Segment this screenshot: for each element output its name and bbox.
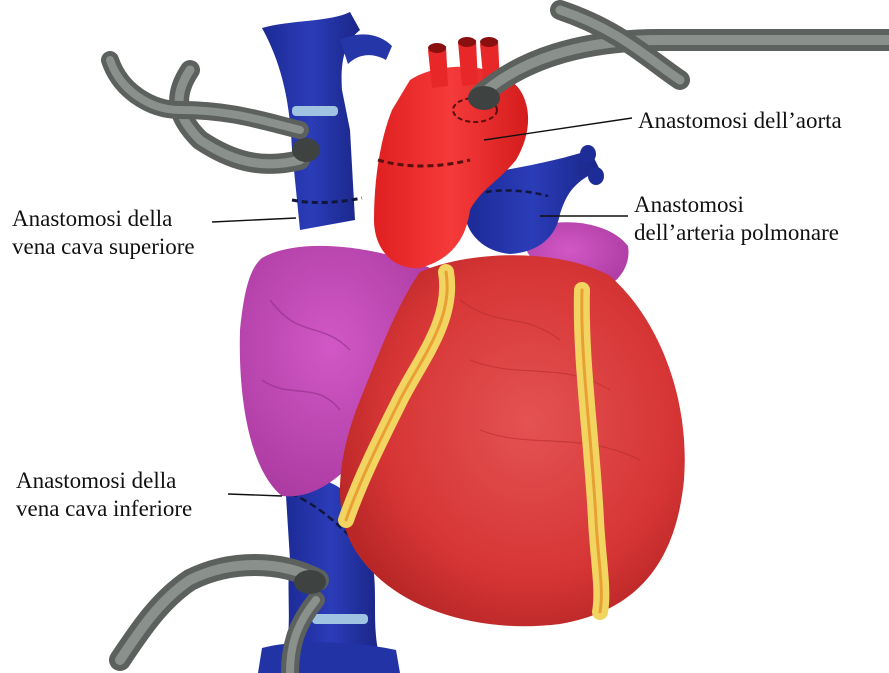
label-pulmonary-artery-anastomosis: Anastomosi dell’arteria polmonare <box>634 191 839 247</box>
label-aortic-anastomosis: Anastomosi dell’aorta <box>638 107 842 135</box>
leader-svc <box>212 218 296 222</box>
leader-ivc <box>228 494 282 496</box>
label-line: vena cava inferiore <box>16 495 192 523</box>
label-inferior-vena-cava-anastomosis: Anastomosi della vena cava inferiore <box>16 467 192 523</box>
label-superior-vena-cava-anastomosis: Anastomosi della vena cava superiore <box>12 205 195 261</box>
label-line: vena cava superiore <box>12 233 195 261</box>
label-line: Anastomosi della <box>12 205 195 233</box>
label-line: dell’arteria polmonare <box>634 219 839 247</box>
label-line: Anastomosi <box>634 191 839 219</box>
label-line: Anastomosi dell’aorta <box>638 107 842 135</box>
label-line: Anastomosi della <box>16 467 192 495</box>
